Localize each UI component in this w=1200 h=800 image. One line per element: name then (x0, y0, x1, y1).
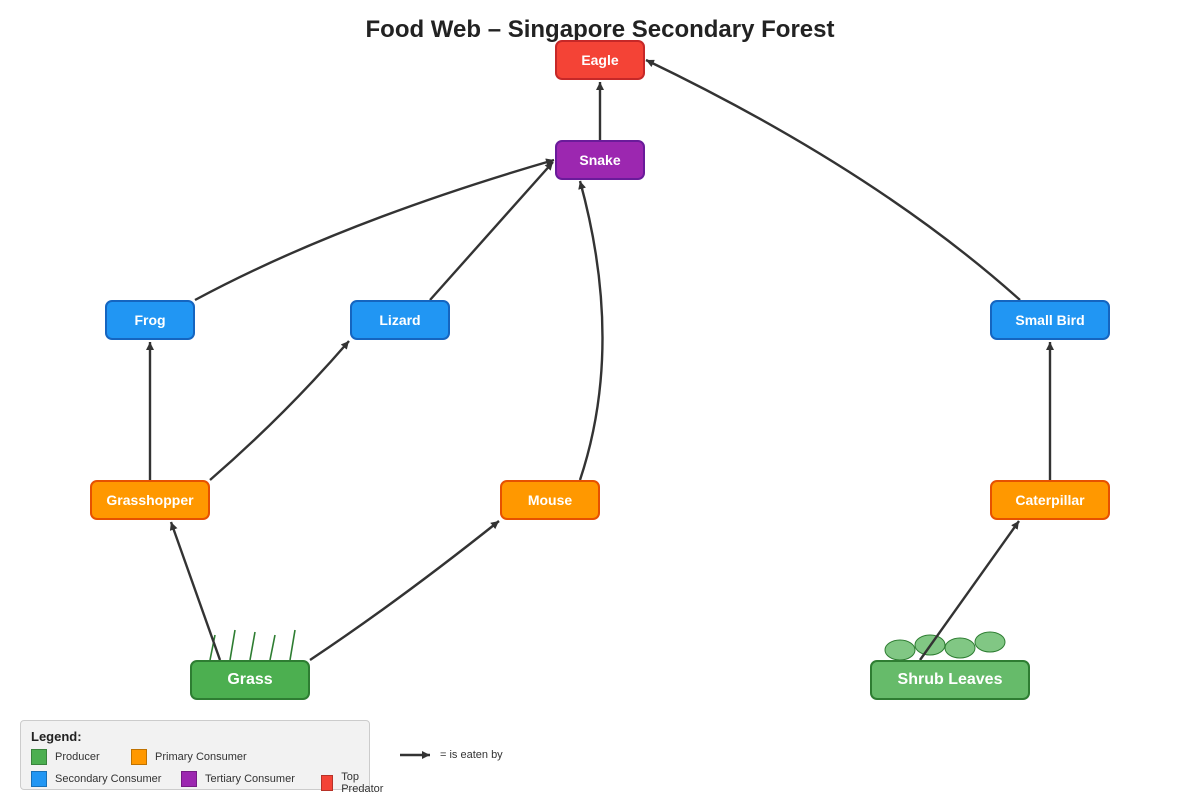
node-frog-label: Frog (134, 312, 166, 328)
node-caterpillar-label: Caterpillar (1015, 492, 1085, 508)
legend-label-top-predator: Top Predator (341, 771, 384, 795)
node-eagle: Eagle (555, 40, 645, 80)
arrow-lizard-to-snake (429, 161, 554, 301)
legend-title: Legend: (31, 729, 82, 744)
arrow-small-bird-to-eagle (645, 58, 1021, 301)
legend-item-secondary-consumer: Secondary Consumer (31, 771, 161, 787)
node-lizard-label: Lizard (379, 312, 421, 328)
node-mouse: Mouse (500, 480, 600, 520)
legend-swatch-producer (31, 749, 47, 765)
node-caterpillar: Caterpillar (990, 480, 1110, 520)
shrub-leaves-icon (884, 631, 1006, 661)
diagram-title: Food Web – Singapore Secondary Forest (365, 16, 835, 43)
node-mouse-label: Mouse (527, 492, 573, 508)
legend-item-primary-consumer: Primary Consumer (131, 749, 247, 765)
arrow-shrub-leaves-to-caterpillar (919, 520, 1020, 661)
legend-swatch-top-predator (321, 775, 334, 791)
node-snake-label: Snake (579, 152, 621, 168)
legend-item-tertiary-consumer: Tertiary Consumer (181, 771, 295, 787)
node-lizard: Lizard (350, 300, 450, 340)
legend-label-producer: Producer (55, 751, 100, 763)
node-grasshopper-label: Grasshopper (106, 492, 194, 508)
legend-label-tertiary-consumer: Tertiary Consumer (205, 773, 295, 785)
legend-item-producer: Producer (31, 749, 100, 765)
grass-blades-icon (209, 629, 296, 661)
legend: Legend: Producer Primary Consumer Second… (20, 720, 383, 795)
node-shrub-leaves: Shrub Leaves (870, 660, 1030, 700)
arrow-grasshopper-to-lizard (209, 340, 350, 481)
arrow-grass-to-mouse (309, 520, 500, 661)
node-frog: Frog (105, 300, 195, 340)
node-snake: Snake (555, 140, 645, 180)
node-eagle-label: Eagle (581, 52, 619, 68)
arrow-mouse-to-snake (578, 180, 604, 481)
legend-swatch-primary-consumer (131, 749, 147, 765)
arrow-frog-to-snake (194, 158, 555, 302)
legend-swatch-tertiary-consumer (181, 771, 197, 787)
legend-label-primary-consumer: Primary Consumer (155, 751, 247, 763)
node-grass: Grass (190, 660, 310, 700)
node-grasshopper: Grasshopper (90, 480, 210, 520)
node-grass-label: Grass (227, 671, 273, 688)
node-small-bird-label: Small Bird (1015, 312, 1085, 328)
legend-item-top-predator: Top Predator (321, 771, 387, 795)
legend-swatch-secondary-consumer (31, 771, 47, 787)
node-small-bird: Small Bird (990, 300, 1110, 340)
node-shrub-leaves-label: Shrub Leaves (897, 671, 1003, 688)
legend-arrow-note: = is eaten by (440, 749, 503, 761)
legend-label-secondary-consumer: Secondary Consumer (55, 773, 162, 785)
arrow-grass-to-grasshopper (169, 521, 222, 661)
